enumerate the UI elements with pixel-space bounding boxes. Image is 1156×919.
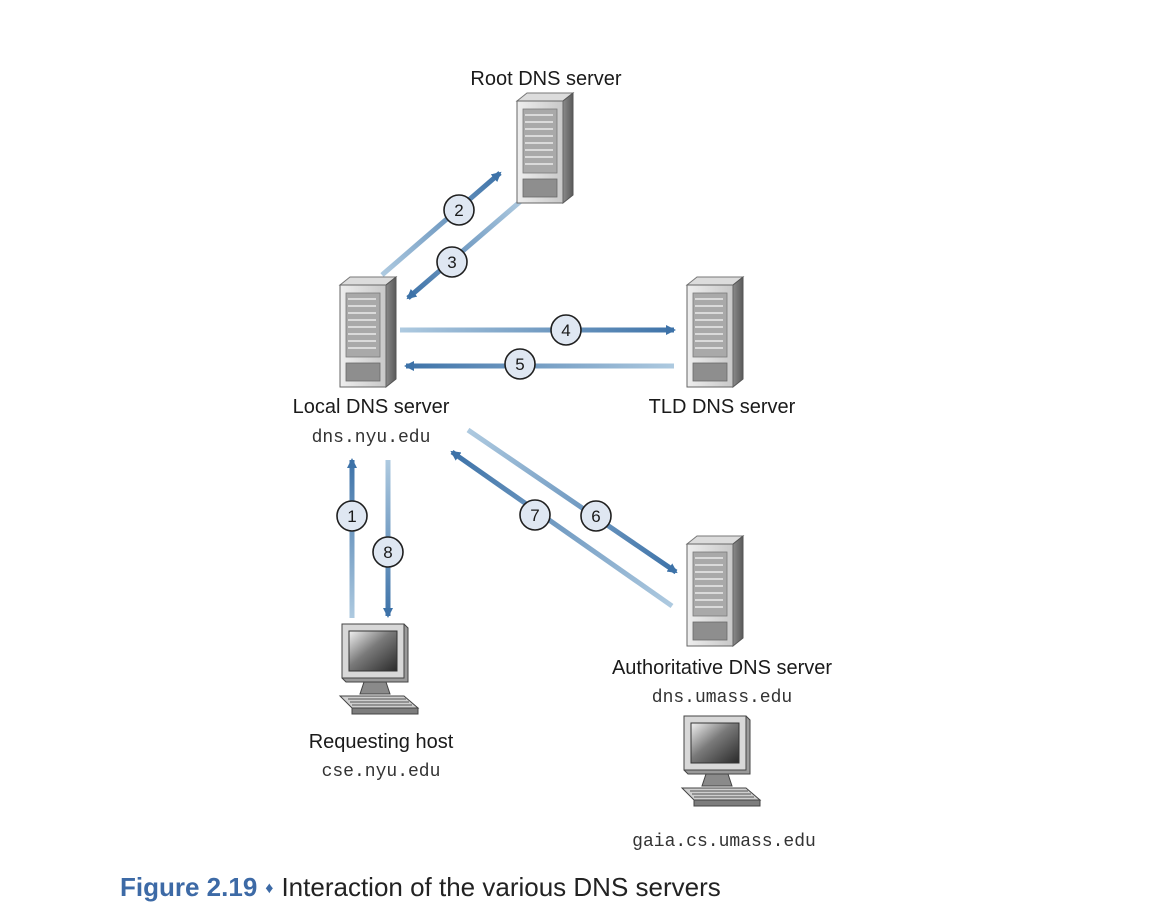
step-number-6: 6 bbox=[591, 507, 600, 526]
requesting-host-computer-icon bbox=[339, 623, 419, 715]
tld-dns-server-icon bbox=[686, 276, 744, 388]
step-number-4: 4 bbox=[561, 321, 570, 340]
step-number-2: 2 bbox=[454, 201, 463, 220]
local-dns-server-label: Local DNS server bbox=[293, 396, 450, 418]
authoritative-dns-server-host: dns.umass.edu bbox=[652, 688, 792, 708]
figure-number: Figure 2.19 bbox=[120, 872, 258, 902]
step-badge-2: 2 bbox=[443, 194, 475, 226]
step-number-8: 8 bbox=[383, 543, 392, 562]
authoritative-dns-server-label: Authoritative DNS server bbox=[612, 657, 832, 679]
step-number-7: 7 bbox=[530, 506, 539, 525]
step-badge-6: 6 bbox=[580, 500, 612, 532]
step-badge-7: 7 bbox=[519, 499, 551, 531]
target-host-hostname: gaia.cs.umass.edu bbox=[632, 832, 816, 852]
arrow-2-local-to-root bbox=[380, 171, 502, 277]
step-badge-5: 5 bbox=[504, 348, 536, 380]
requesting-host-hostname: cse.nyu.edu bbox=[322, 762, 441, 782]
caption-text: Interaction of the various DNS servers bbox=[281, 872, 721, 902]
step-badge-8: 8 bbox=[372, 536, 404, 568]
step-badge-4: 4 bbox=[550, 314, 582, 346]
requesting-host-label: Requesting host bbox=[309, 731, 454, 753]
step-number-1: 1 bbox=[347, 507, 356, 526]
arrow-3-root-to-local bbox=[406, 198, 524, 300]
root-dns-server-icon bbox=[516, 92, 574, 204]
message-arrows bbox=[347, 171, 678, 618]
local-dns-server-host: dns.nyu.edu bbox=[312, 428, 431, 448]
step-number-3: 3 bbox=[447, 253, 456, 272]
arrow-7-authoritative-to-local bbox=[450, 449, 674, 609]
step-number-5: 5 bbox=[515, 355, 524, 374]
tld-dns-server-label: TLD DNS server bbox=[649, 396, 796, 418]
step-badge-3: 3 bbox=[436, 246, 468, 278]
figure-caption: Figure 2.19 ♦ Interaction of the various D… bbox=[120, 872, 721, 903]
local-dns-server-icon bbox=[339, 276, 397, 388]
step-badges: 1 2 3 4 5 6 7 8 bbox=[336, 194, 612, 568]
target-host-computer-icon bbox=[681, 715, 761, 807]
caption-separator: ♦ bbox=[265, 880, 274, 897]
authoritative-dns-server-icon bbox=[686, 535, 744, 647]
root-dns-server-label: Root DNS server bbox=[470, 68, 621, 90]
step-badge-1: 1 bbox=[336, 500, 368, 532]
arrow-6-local-to-authoritative bbox=[466, 427, 678, 575]
